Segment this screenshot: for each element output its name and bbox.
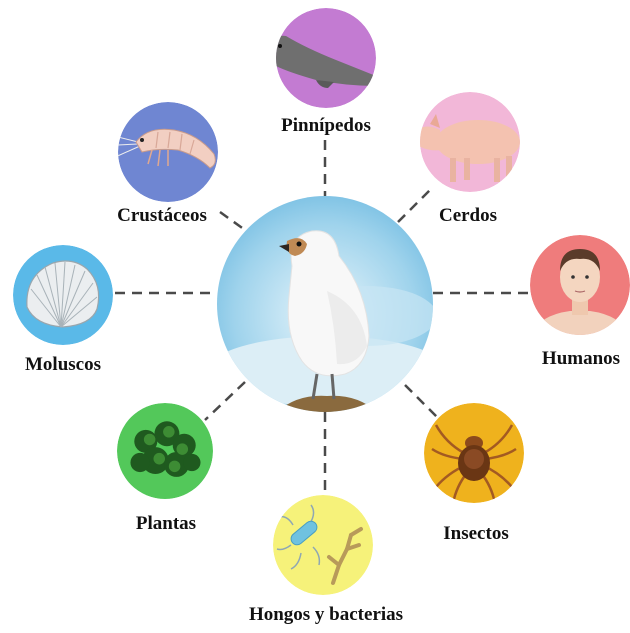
pig-icon xyxy=(420,92,520,192)
shell-icon xyxy=(13,245,113,345)
label-plantas: Plantas xyxy=(136,514,196,533)
node-plantas xyxy=(117,403,213,499)
label-pinnipedos: Pinnípedos xyxy=(281,116,371,135)
link-cerdos xyxy=(398,190,430,222)
node-hongos xyxy=(273,495,373,595)
label-humanos: Humanos xyxy=(542,349,620,368)
link-crustaceos xyxy=(220,212,245,230)
link-insectos xyxy=(405,385,440,420)
node-moluscos xyxy=(13,245,113,345)
human-icon xyxy=(530,235,630,335)
shrimp-icon xyxy=(118,102,218,202)
label-crustaceos: Crustáceos xyxy=(117,206,207,225)
node-pinnipedos xyxy=(276,8,376,108)
plant-icon xyxy=(117,403,213,499)
node-cerdos xyxy=(420,92,520,192)
label-hongos: Hongos y bacterias xyxy=(249,605,403,624)
tick-icon xyxy=(424,403,524,503)
sheathbill-bird-photo xyxy=(217,196,433,412)
bacteria-icon xyxy=(273,495,373,595)
label-cerdos: Cerdos xyxy=(439,206,497,225)
node-insectos xyxy=(424,403,524,503)
label-moluscos: Moluscos xyxy=(25,355,101,374)
node-humanos xyxy=(530,235,630,335)
link-plantas xyxy=(205,382,245,420)
label-insectos: Insectos xyxy=(443,524,508,543)
node-crustaceos xyxy=(118,102,218,202)
center-bird-photo xyxy=(217,196,433,412)
seal-icon xyxy=(276,8,376,108)
